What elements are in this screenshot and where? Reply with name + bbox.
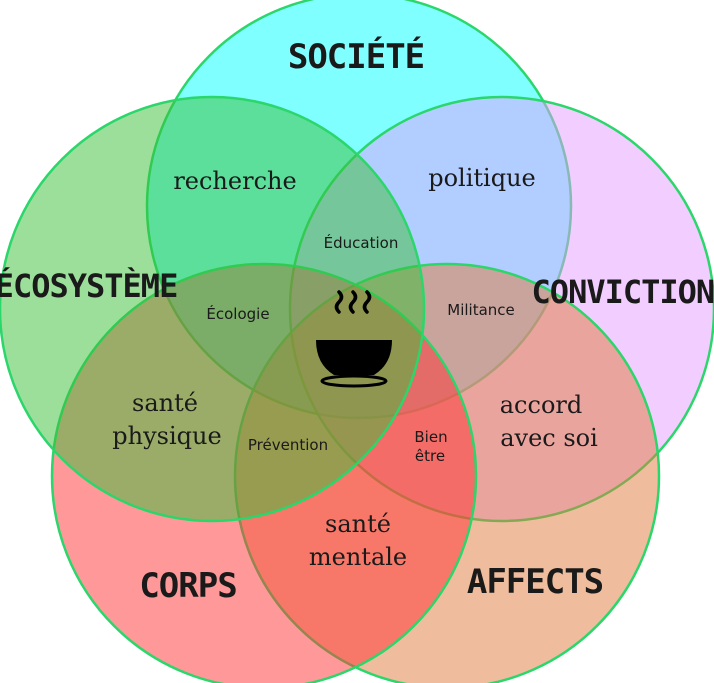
region-politique: politique [428,164,536,192]
bowl-icon [316,340,392,375]
label-corps: CORPS [139,566,236,606]
region-education: Éducation [324,233,399,252]
steam-icon [362,290,372,314]
region-accord-line1: accord [500,391,582,419]
label-affects: AFFECTS [467,562,603,602]
region-accord-line2: avec soi [500,424,598,452]
region-sante-mentale-line2: mentale [309,543,407,571]
steaming-bowl-icon [316,290,392,388]
region-recherche: recherche [173,167,296,195]
region-sante-physique-line1: santé [132,389,198,417]
label-ecosysteme: ÉCOSYSTÈME [0,267,177,305]
region-militance: Militance [447,301,515,319]
region-ecologie: Écologie [206,304,269,323]
region-sante-mentale-line1: santé [325,510,391,538]
region-bien-etre-line1: Bien [414,428,447,446]
bowl-base-icon [320,374,388,388]
steam-icon [334,290,344,314]
label-convictions: CONVICTIONS [532,273,714,311]
region-sante-physique-line2: physique [112,422,221,450]
region-prevention: Prévention [248,436,328,454]
label-societe: SOCIÉTÉ [288,36,424,77]
region-bien-etre-line2: être [415,447,445,465]
steam-icon [348,290,358,314]
circle-ecosysteme [0,95,426,523]
